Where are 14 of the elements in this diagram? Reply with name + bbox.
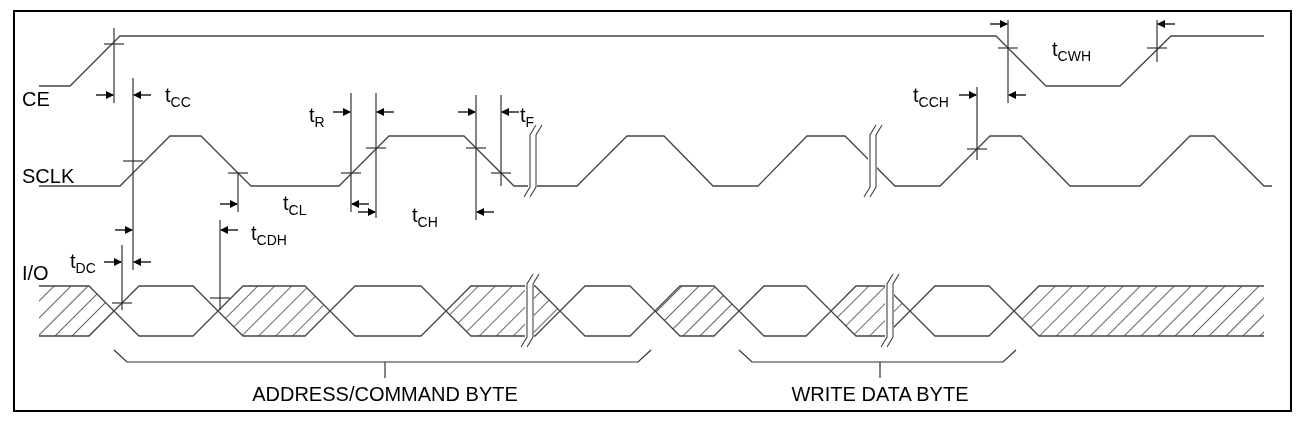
timing-label: t$_{CC}$ — [165, 84, 191, 112]
timing-label: t$_{CL}$ — [283, 192, 307, 220]
timing-label: t$_{DC}$ — [70, 250, 96, 278]
bracket-label: ADDRESS/COMMAND BYTE — [252, 383, 518, 405]
timing-label: t$_{CCH}$ — [913, 84, 949, 112]
signal-name: SCLK — [22, 165, 75, 187]
timing-label: t$_{CDH}$ — [251, 222, 287, 250]
bracket-label: WRITE DATA BYTE — [791, 383, 969, 405]
timing-label: t$_{R}$ — [309, 104, 325, 132]
signal-name: CE — [22, 88, 50, 110]
timing-label: t$_{CWH}$ — [1052, 38, 1091, 66]
timing-label: t$_{F}$ — [520, 104, 535, 132]
timing-label: t$_{CH}$ — [412, 204, 438, 232]
signal-name: I/O — [22, 262, 49, 284]
